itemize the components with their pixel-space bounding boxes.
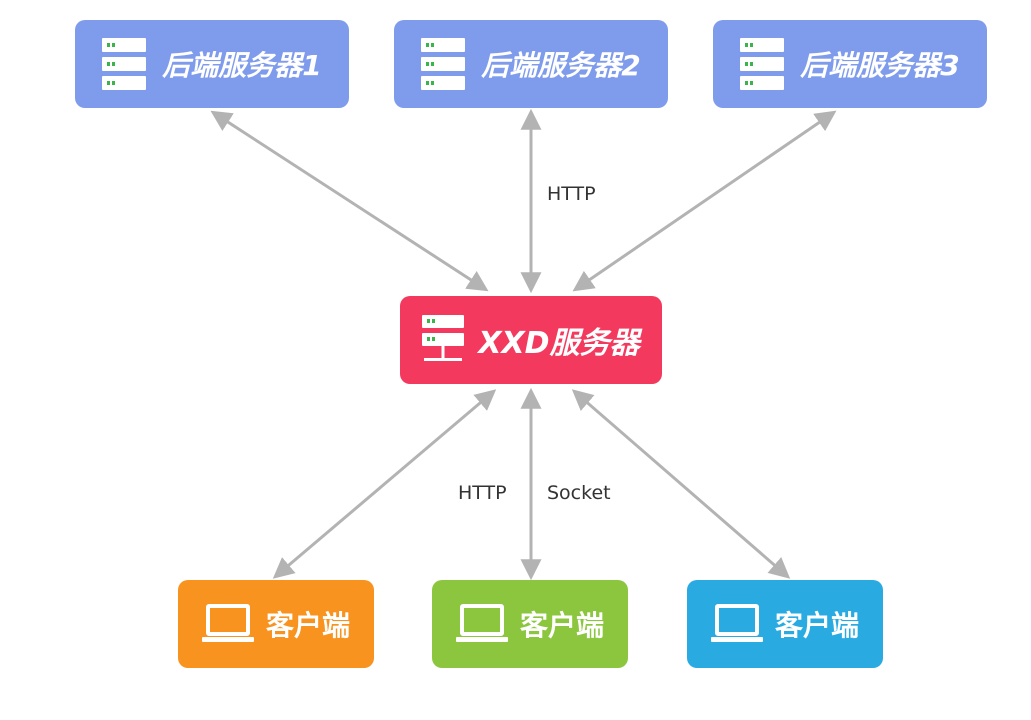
backend-server-2-node: 后端服务器2 xyxy=(394,20,668,108)
arrow-backend-1-hub xyxy=(210,110,489,292)
backend-server-3-label: 后端服务器3 xyxy=(800,49,960,82)
client-1-node: 客户端 xyxy=(178,580,374,668)
backend-server-2-label: 后端服务器2 xyxy=(481,49,641,82)
xxd-server-node: XXD服务器 xyxy=(400,296,662,384)
client-2-node: 客户端 xyxy=(432,580,628,668)
xxd-server-label: XXD服务器 xyxy=(478,326,640,361)
edge-label-http-top: HTTP xyxy=(547,183,596,205)
arrow-hub-client-3 xyxy=(571,389,791,579)
server-icon xyxy=(102,38,147,90)
network-server-icon xyxy=(422,315,465,365)
client-1-label: 客户端 xyxy=(265,609,350,642)
laptop-icon xyxy=(710,604,763,644)
client-3-label: 客户端 xyxy=(774,609,859,642)
edge-label-http-bottom: HTTP xyxy=(458,482,507,504)
arrow-backend-3-hub xyxy=(572,110,837,292)
client-2-label: 客户端 xyxy=(519,609,604,642)
laptop-icon xyxy=(455,604,508,644)
arrow-hub-client-1 xyxy=(272,389,497,579)
backend-server-1-label: 后端服务器1 xyxy=(162,49,322,82)
server-icon xyxy=(740,38,785,90)
backend-server-3-node: 后端服务器3 xyxy=(713,20,987,108)
server-icon xyxy=(421,38,466,90)
edge-label-socket: Socket xyxy=(547,482,611,504)
backend-server-1-node: 后端服务器1 xyxy=(75,20,349,108)
laptop-icon xyxy=(201,604,254,644)
client-3-node: 客户端 xyxy=(687,580,883,668)
